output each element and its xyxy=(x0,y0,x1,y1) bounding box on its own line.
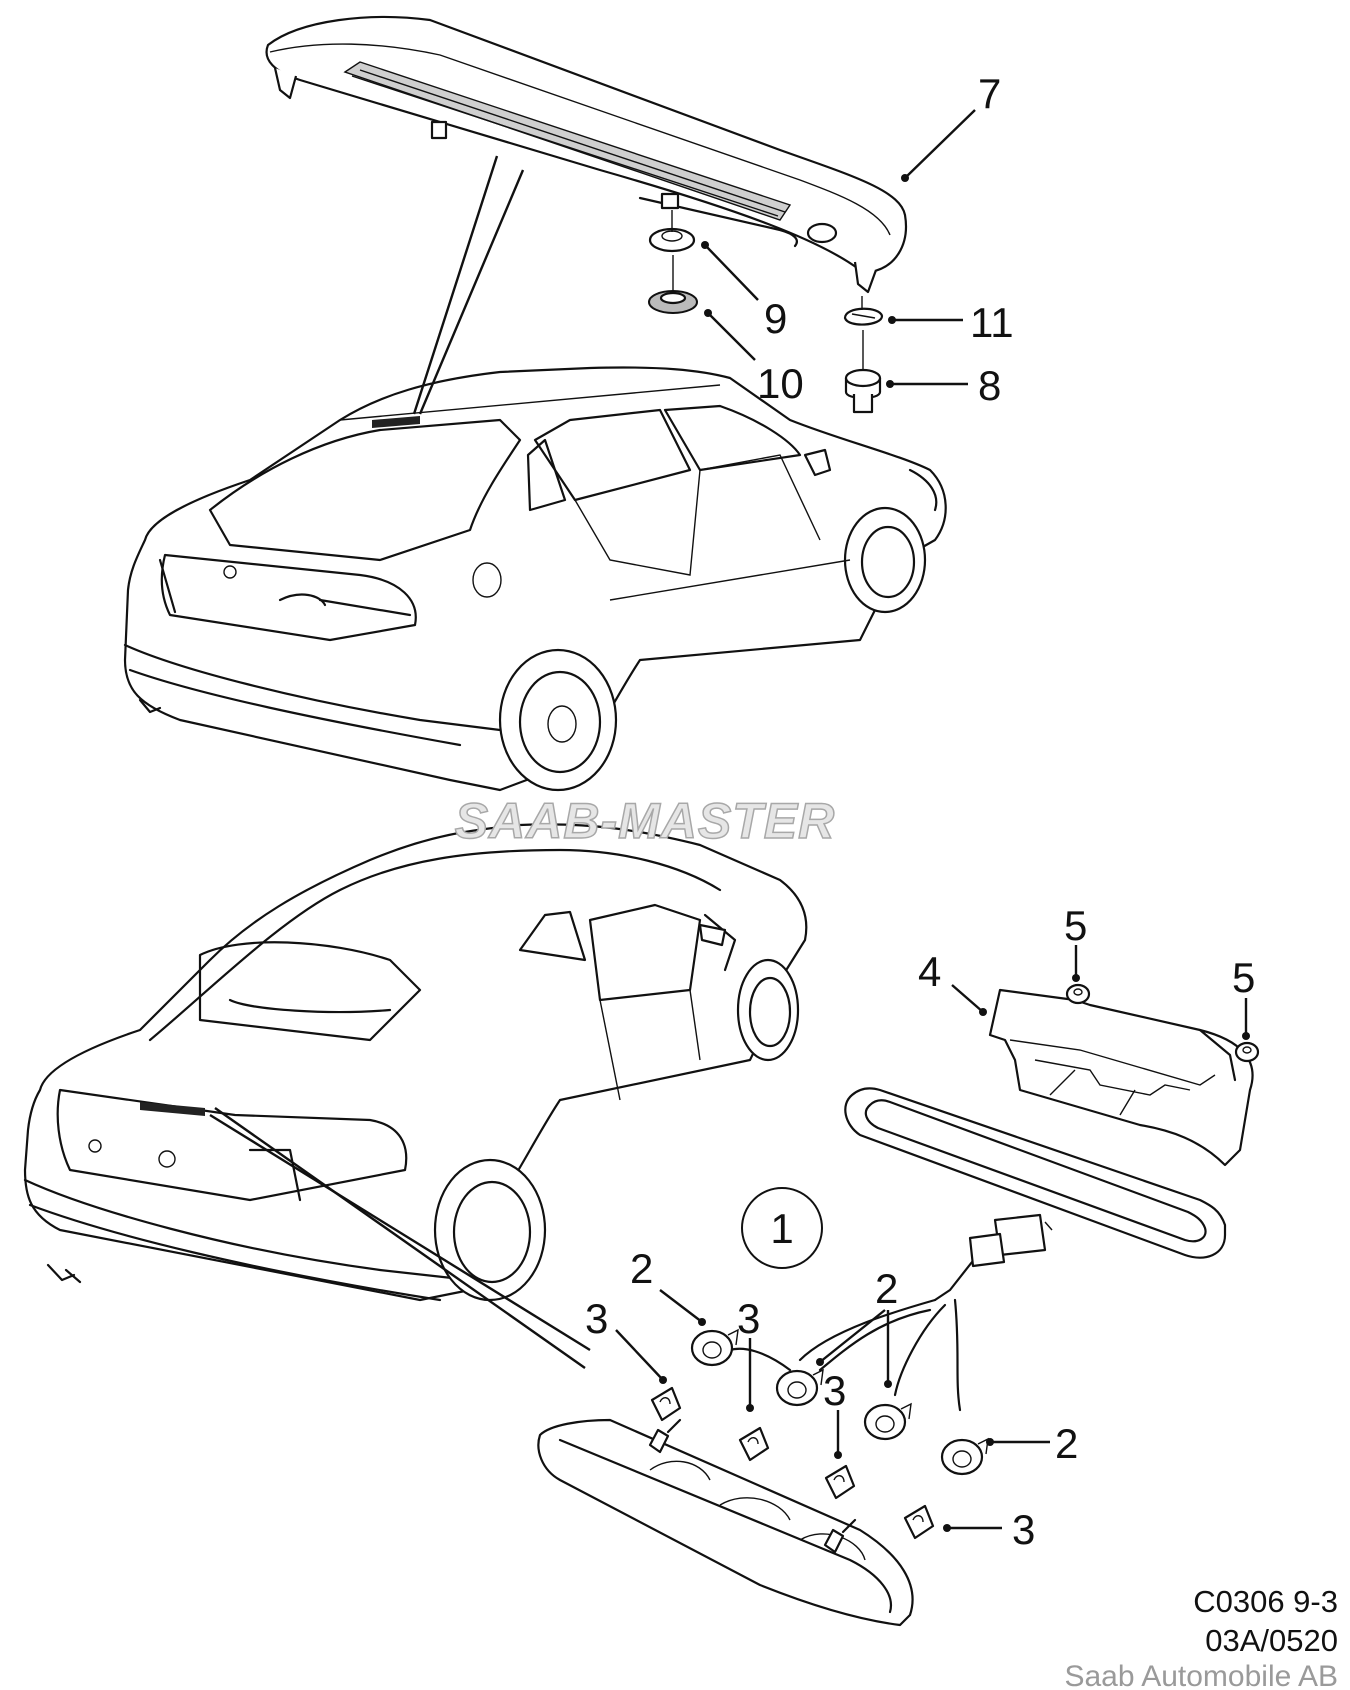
wiring-harness xyxy=(718,1298,962,1412)
callout-2-c-label: 2 xyxy=(1055,1420,1078,1467)
callout-5-right: 5 xyxy=(1232,954,1255,1040)
callout-8-label: 8 xyxy=(978,362,1001,409)
nut-part-5-right xyxy=(1234,1041,1260,1063)
bulb-part-3-2 xyxy=(738,1426,770,1462)
diagram-reference: 03A/0520 xyxy=(1205,1623,1338,1658)
callout-2-b: 2 xyxy=(816,1265,898,1388)
callout-9: 9 xyxy=(701,241,787,342)
callout-9-label: 9 xyxy=(764,295,787,342)
bracket-part-4 xyxy=(988,988,1254,1167)
clip-part-11 xyxy=(843,296,884,326)
callout-2-a-label: 2 xyxy=(630,1245,653,1292)
brake-lamp-housing xyxy=(537,1418,914,1627)
callout-3-c: 3 xyxy=(823,1367,846,1459)
callout-3-d: 3 xyxy=(943,1506,1035,1553)
callout-3-d-label: 3 xyxy=(1012,1506,1035,1553)
watermark-text: SAAB-MASTER xyxy=(455,793,835,849)
callout-11-label: 11 xyxy=(970,299,1014,346)
publisher-name: Saab Automobile AB xyxy=(1064,1660,1338,1690)
washer-part-10 xyxy=(648,255,698,314)
callout-5-left: 5 xyxy=(1064,902,1087,982)
callout-11: 11 xyxy=(888,299,1014,346)
spoiler-leader-lines xyxy=(412,155,525,415)
callout-10-label: 10 xyxy=(757,360,804,407)
grommet-part-9 xyxy=(648,210,696,253)
callout-8: 8 xyxy=(886,362,1001,409)
callout-5-left-label: 5 xyxy=(1064,902,1087,949)
bulb-holder-part-2-1 xyxy=(690,1328,739,1367)
callout-10: 10 xyxy=(704,309,804,407)
bulb-holder-part-2-2 xyxy=(775,1368,824,1407)
wiring-connector xyxy=(933,1213,1053,1302)
convertible-car xyxy=(23,823,808,1302)
group-marker-1: 1 xyxy=(741,1187,823,1269)
callout-3-a-label: 3 xyxy=(585,1295,608,1342)
bulb-part-3-1 xyxy=(650,1386,682,1422)
callout-7-label: 7 xyxy=(978,70,1001,117)
diagram-code: C0306 9-3 xyxy=(1193,1584,1338,1619)
spoiler-part-7 xyxy=(265,15,908,294)
lamp-leader-lines xyxy=(209,1107,591,1369)
nut-part-8 xyxy=(844,330,882,414)
callout-3-c-label: 3 xyxy=(823,1367,846,1414)
bulb-holder-part-2-4 xyxy=(940,1437,989,1476)
hatchback-car xyxy=(123,366,947,792)
callout-3-b-label: 3 xyxy=(737,1295,760,1342)
bulb-part-3-4 xyxy=(903,1504,935,1540)
callout-2-b-label: 2 xyxy=(875,1265,898,1312)
callout-3-a: 3 xyxy=(585,1295,667,1384)
gasket-seal xyxy=(844,1087,1227,1259)
callout-2-c: 2 xyxy=(986,1420,1078,1467)
callout-2-a: 2 xyxy=(630,1245,706,1326)
group-marker-1-label: 1 xyxy=(770,1205,793,1252)
callout-5-right-label: 5 xyxy=(1232,954,1255,1001)
callout-3-b: 3 xyxy=(737,1295,760,1412)
bulb-holder-part-2-3 xyxy=(863,1402,912,1441)
callout-4-label: 4 xyxy=(918,948,941,995)
bulb-part-3-3 xyxy=(824,1464,856,1500)
callout-7: 7 xyxy=(901,70,1001,182)
nut-part-5-left xyxy=(1065,983,1091,1005)
callout-4: 4 xyxy=(918,948,987,1016)
